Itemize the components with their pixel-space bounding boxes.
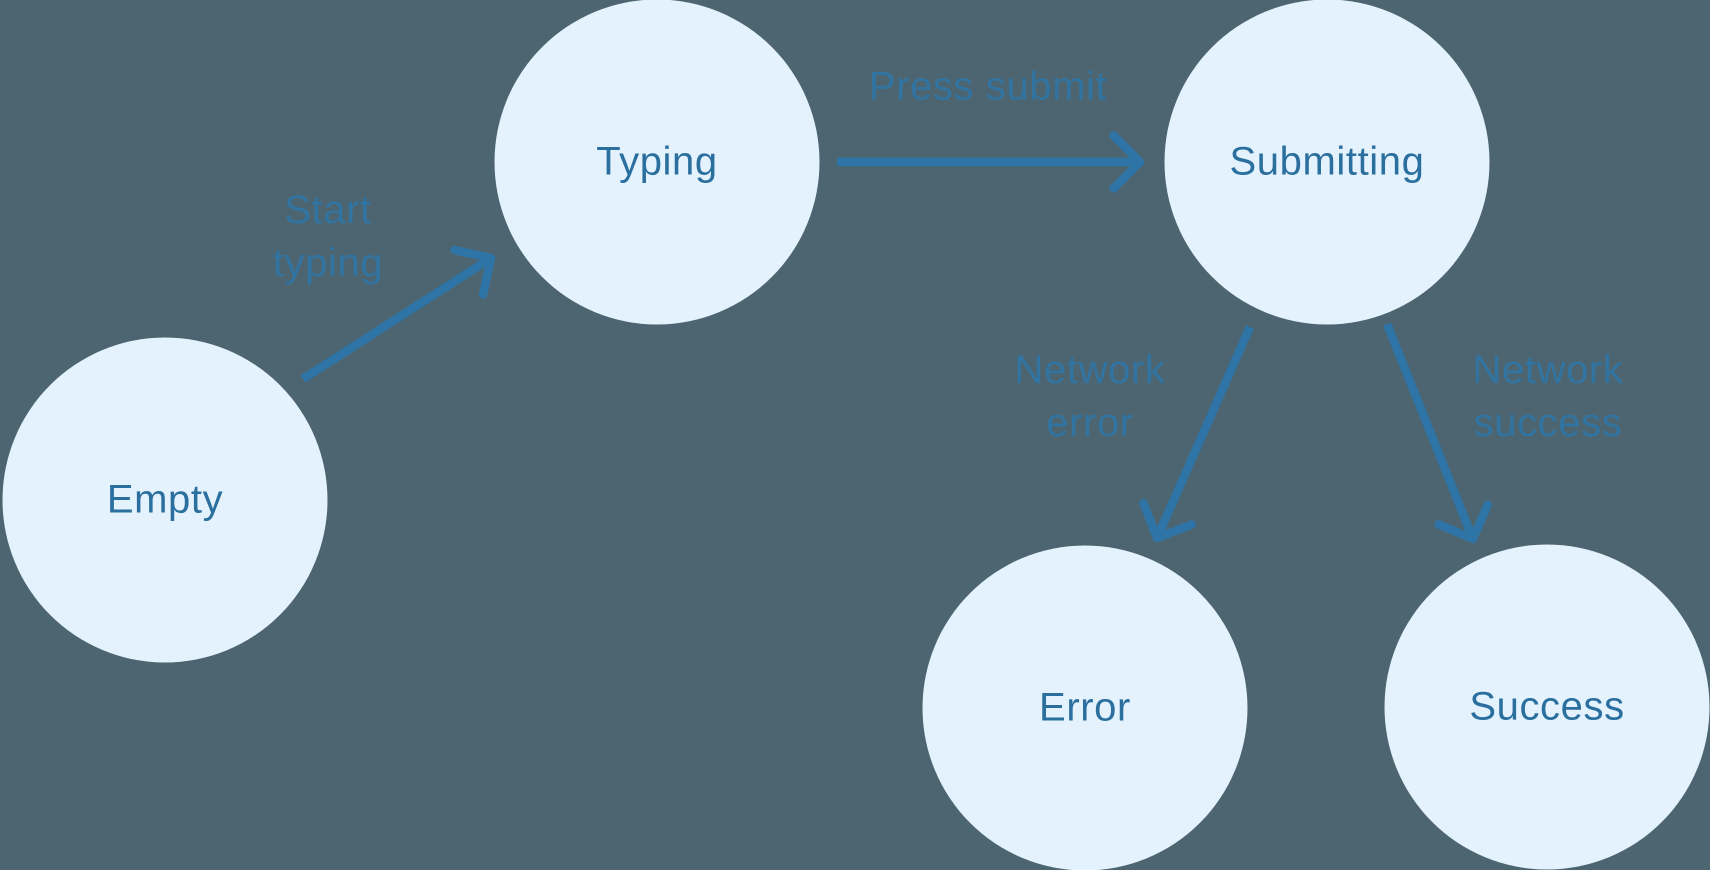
state-node-submitting: Submitting: [1164, 0, 1490, 325]
edge-arrow-empty-typing: [300, 245, 496, 383]
state-node-error: Error: [922, 545, 1248, 870]
state-node-typing-label: Typing: [596, 139, 718, 183]
edge-label-start-typing: Start typing: [272, 188, 384, 285]
state-node-typing: Typing: [494, 0, 820, 325]
state-node-error-label: Error: [1039, 685, 1131, 729]
state-node-success: Success: [1384, 544, 1710, 870]
state-node-empty-label: Empty: [106, 477, 224, 521]
state-node-success-label: Success: [1469, 684, 1625, 728]
edge-label-press-submit: Press submit: [868, 64, 1108, 109]
state-node-empty: Empty: [2, 337, 328, 663]
edge-arrow-submitting-error: [1139, 325, 1254, 543]
state-node-submitting-label: Submitting: [1229, 139, 1425, 183]
edge-arrow-submitting-success: [1383, 322, 1492, 544]
edge-label-network-error: Network error: [1014, 348, 1166, 445]
edge-label-network-success: Network success: [1472, 348, 1624, 445]
